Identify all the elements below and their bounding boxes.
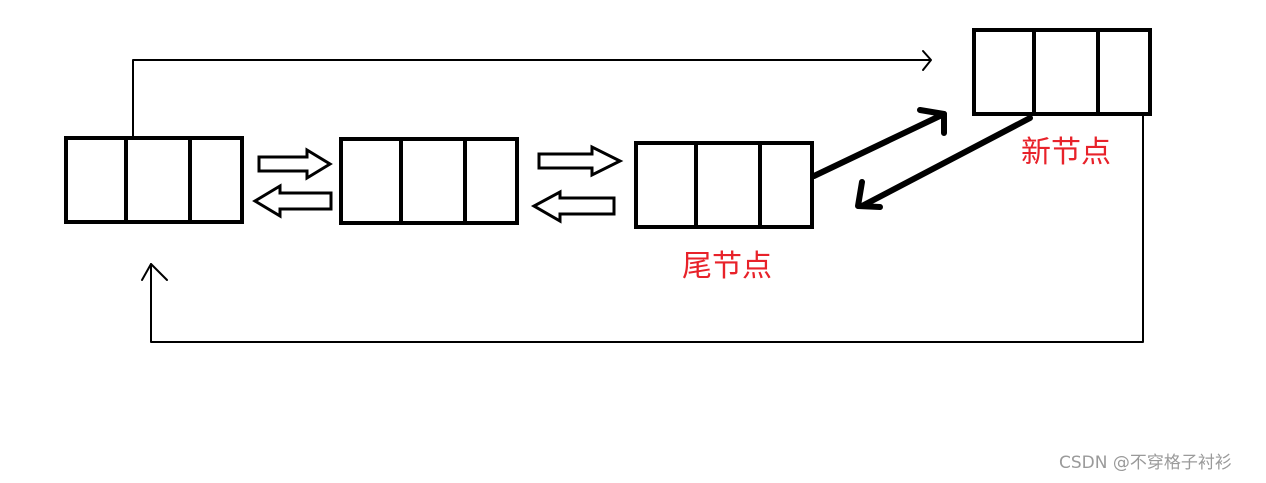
- new-node-label: 新节点: [1021, 135, 1111, 170]
- node-middle: [339, 137, 519, 225]
- node-new: [972, 28, 1152, 116]
- link-head-to-new-top: [132, 50, 932, 139]
- link-new-to-head-bottom: [141, 115, 1144, 343]
- prev-arrow-tail-to-middle: [530, 189, 616, 224]
- node-head: [64, 136, 244, 224]
- watermark: CSDN @不穿格子衬衫: [1059, 453, 1232, 473]
- node-new-frame: [972, 28, 1152, 116]
- link-tail-to-new: [811, 107, 947, 179]
- link-new-to-tail: [855, 115, 1033, 210]
- next-arrow-head-to-middle: [257, 147, 333, 181]
- next-arrow-middle-to-tail: [537, 144, 624, 178]
- tail-node-label: 尾节点: [682, 249, 772, 284]
- node-head-frame: [64, 136, 244, 224]
- node-tail-frame: [634, 141, 814, 229]
- node-tail: [634, 141, 814, 229]
- prev-arrow-middle-to-head: [252, 183, 333, 219]
- node-middle-frame: [339, 137, 519, 225]
